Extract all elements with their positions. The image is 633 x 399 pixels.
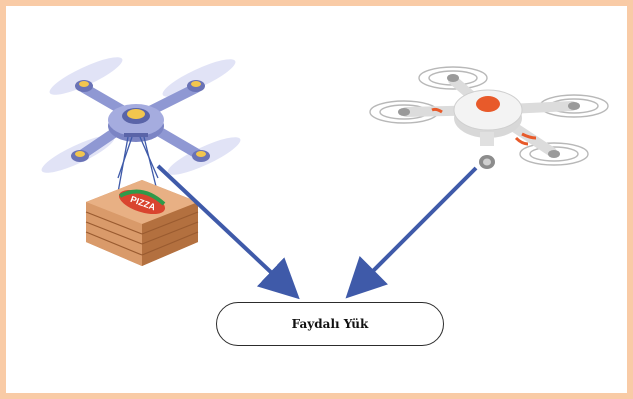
payload-label-box: Faydalı Yük: [216, 302, 444, 346]
right-motors: [398, 74, 580, 158]
arrow-from-pizza-drone: [156, 164, 300, 300]
drone-body: [108, 104, 164, 142]
payload-label-text: Faydalı Yük: [291, 317, 369, 331]
pizza-box-stack: PIZZA: [85, 180, 199, 266]
right-drone-body: [431, 89, 537, 146]
pizza-drone: PIZZA: [41, 57, 241, 266]
drone-motors: [71, 80, 210, 162]
arrows: [156, 164, 478, 300]
diagram-frame: PIZZA: [6, 6, 627, 393]
diagram-scene: PIZZA: [41, 57, 609, 300]
arrow-from-camera-drone: [345, 166, 478, 299]
camera-gimbal: [479, 132, 495, 169]
camera-drone: [369, 66, 609, 169]
